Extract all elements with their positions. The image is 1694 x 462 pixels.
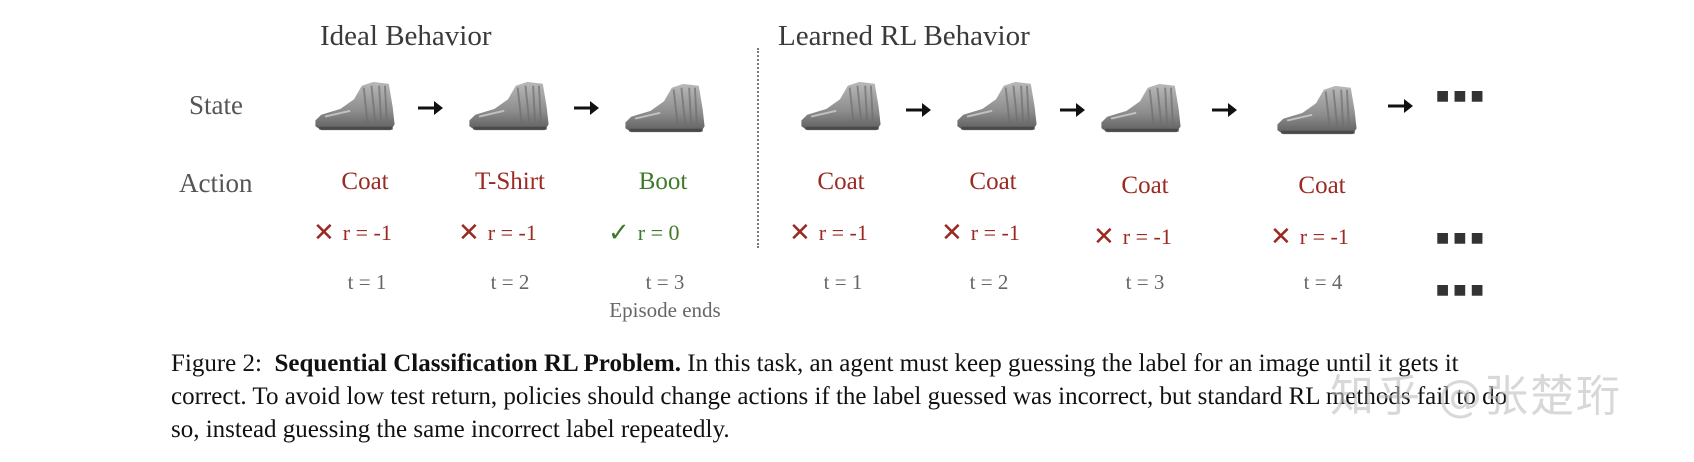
cross-icon: ✕ [789,218,811,248]
watermark-text: 知乎 @张楚珩 [1330,371,1622,422]
boot-image-learned-3 [1099,82,1183,134]
learned-time-3: t = 3 [1125,270,1165,294]
boot-image-ideal-1 [313,80,397,132]
arrow-icon [1386,97,1414,115]
action-row-label: Action [179,168,253,198]
continuation-ellipsis-icon: ■■■ [1436,88,1488,104]
cross-icon: ✕ [1093,222,1115,252]
arrow-icon [416,99,444,117]
learned-action-1: Coat [817,168,865,195]
boot-image-learned-4 [1275,84,1359,136]
continuation-ellipsis-icon: ■■■ [1436,230,1488,246]
reward-text: r = 0 [637,220,680,245]
learned-reward-1: ✕ r = -1 [789,220,868,246]
ideal-action-1: Coat [341,168,389,195]
ideal-time-1: t = 1 [347,270,387,294]
ideal-action-2: T-Shirt [475,168,545,195]
learned-time-4: t = 4 [1303,270,1343,294]
arrow-icon [572,99,600,117]
boot-image-ideal-3 [623,82,707,134]
caption-title: Sequential Classification RL Problem. [274,350,681,377]
ideal-reward-1: ✕ r = -1 [313,220,392,246]
learned-behavior-heading: Learned RL Behavior [778,20,1030,52]
section-divider [757,48,759,248]
ideal-time-3: t = 3 [645,270,685,294]
reward-text: r = -1 [342,220,392,245]
boot-image-learned-2 [955,80,1039,132]
cross-icon: ✕ [313,218,335,248]
cross-icon: ✕ [941,218,963,248]
learned-reward-3: ✕ r = -1 [1093,224,1172,250]
arrow-icon [904,101,932,119]
reward-text: r = -1 [818,220,868,245]
checkmark-icon: ✓ [608,218,630,248]
learned-time-1: t = 1 [823,270,863,294]
learned-action-3: Coat [1121,172,1169,199]
reward-text: r = -1 [970,220,1020,245]
boot-image-learned-1 [799,80,883,132]
figure-label: Figure 2: [171,350,262,377]
episode-ends-label: Episode ends [609,298,721,322]
learned-time-2: t = 2 [969,270,1009,294]
arrow-icon [1210,101,1238,119]
reward-text: r = -1 [487,220,537,245]
state-row-label: State [189,90,243,120]
learned-reward-4: ✕ r = -1 [1270,224,1349,250]
ideal-behavior-heading: Ideal Behavior [320,20,492,52]
boot-image-ideal-2 [467,80,551,132]
learned-reward-2: ✕ r = -1 [941,220,1020,246]
figure-caption: Figure 2: Sequential Classification RL P… [171,347,1511,446]
arrow-icon [1058,101,1086,119]
cross-icon: ✕ [1270,222,1292,252]
reward-text: r = -1 [1122,224,1172,249]
ideal-reward-2: ✕ r = -1 [458,220,537,246]
continuation-ellipsis-icon: ■■■ [1436,282,1488,298]
cross-icon: ✕ [458,218,480,248]
learned-action-2: Coat [969,168,1017,195]
ideal-action-3: Boot [638,168,688,195]
ideal-time-2: t = 2 [490,270,530,294]
caption-body: In this task, an agent must keep guessin… [171,350,1508,443]
reward-text: r = -1 [1299,224,1349,249]
ideal-reward-3: ✓ r = 0 [608,220,680,246]
learned-action-4: Coat [1298,172,1346,199]
